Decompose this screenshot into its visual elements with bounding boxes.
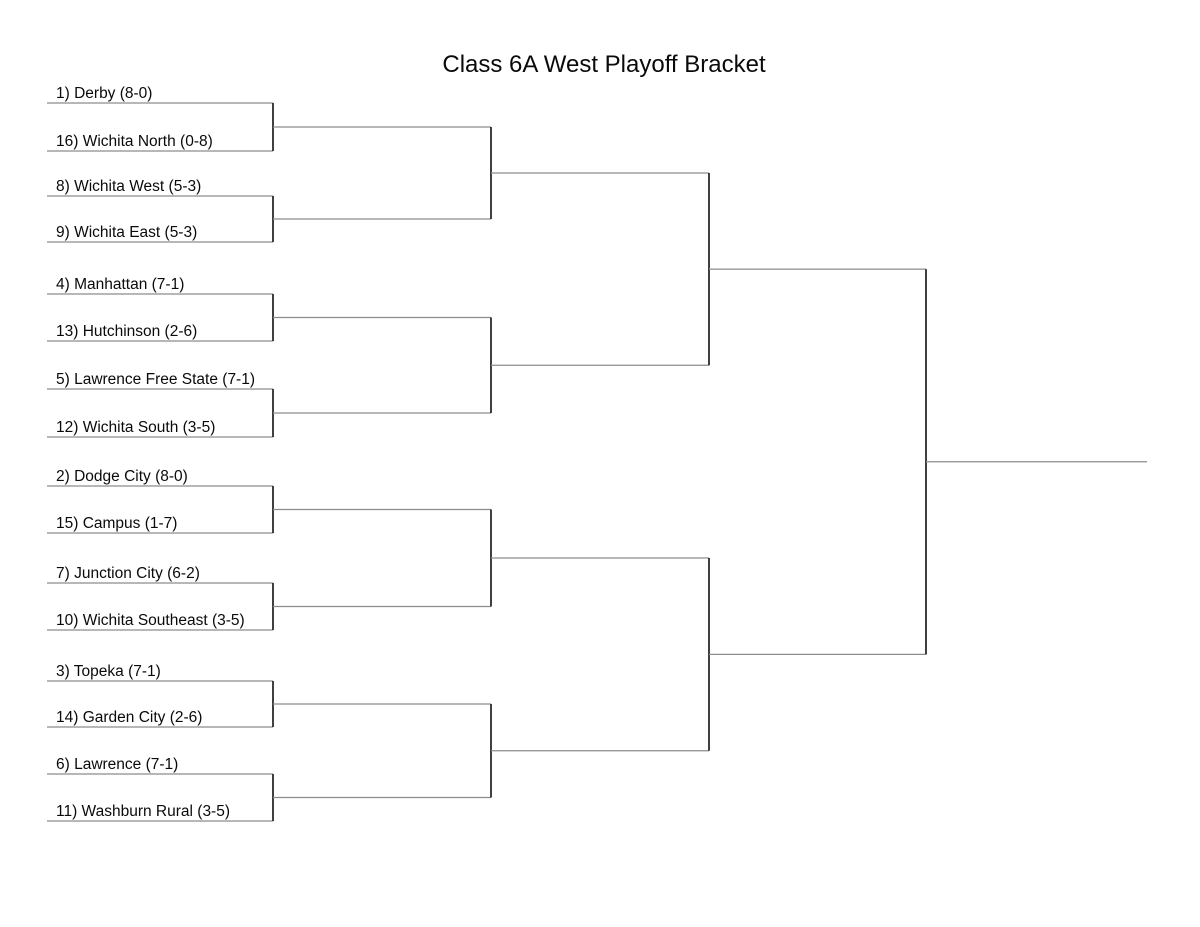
- bracket-title: Class 6A West Playoff Bracket: [442, 51, 766, 78]
- team-label-11: 7) Junction City (6-2): [56, 565, 200, 582]
- team-label-4: 9) Wichita East (5-3): [56, 224, 197, 241]
- team-label-6: 13) Hutchinson (2-6): [56, 323, 197, 340]
- team-label-2: 16) Wichita North (0-8): [56, 133, 213, 150]
- team-label-16: 11) Washburn Rural (3-5): [56, 803, 230, 820]
- team-label-1: 1) Derby (8-0): [56, 85, 152, 102]
- team-label-14: 14) Garden City (2-6): [56, 709, 202, 726]
- team-label-9: 2) Dodge City (8-0): [56, 468, 188, 485]
- team-label-15: 6) Lawrence (7-1): [56, 756, 178, 773]
- team-label-13: 3) Topeka (7-1): [56, 663, 161, 680]
- team-label-5: 4) Manhattan (7-1): [56, 276, 184, 293]
- team-label-10: 15) Campus (1-7): [56, 515, 177, 532]
- team-label-12: 10) Wichita Southeast (3-5): [56, 612, 245, 629]
- bracket-lines-group: 1) Derby (8-0) 16) Wichita North (0-8) 8) …: [47, 85, 1147, 822]
- team-label-3: 8) Wichita West (5-3): [56, 178, 201, 195]
- team-label-8: 12) Wichita South (3-5): [56, 419, 215, 436]
- team-label-7: 5) Lawrence Free State (7-1): [56, 371, 255, 388]
